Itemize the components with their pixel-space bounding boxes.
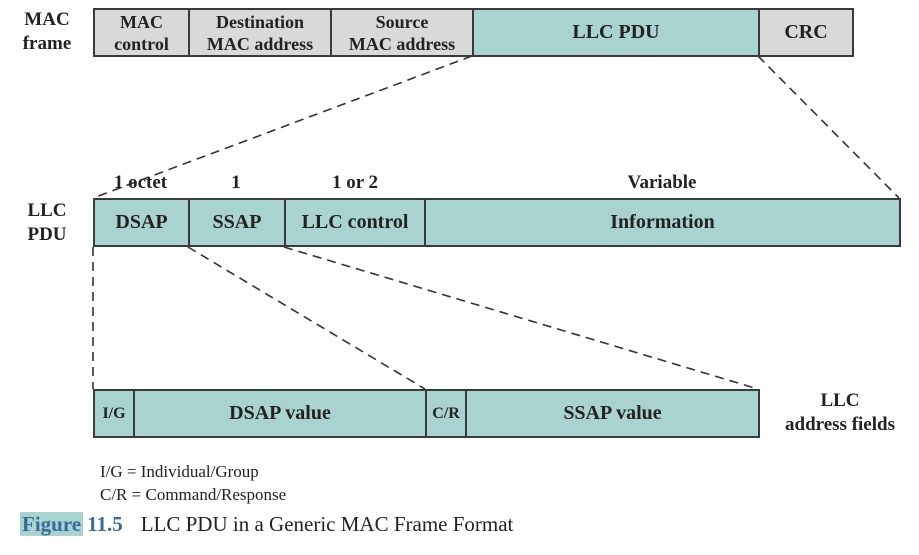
legend: I/G = Individual/Group C/R = Command/Res… [100,460,286,506]
dsap-value-label: DSAP value [229,402,331,424]
llc-pdu-label-line2: PDU [27,224,67,245]
llc-pdu-label: LLC PDU [14,199,80,247]
size-llc-control: 1 or 2 [331,172,379,193]
mac-frame-label: MAC frame [14,8,80,56]
ig-bit-field: I/G [93,389,135,438]
mac-frame-label-line2: frame [22,33,72,54]
source-mac-line2: MAC address [348,33,456,54]
source-mac-line1: Source [375,11,429,32]
ssap-value-label: SSAP value [563,402,662,424]
connector-ssap-left [187,246,426,390]
llc-control-field-label: LLC control [301,211,409,233]
llc-control-field: LLC control [284,198,426,247]
cr-bit-field: C/R [425,389,467,438]
figure-number: 11.5 [87,512,123,536]
mac-control-line1: MAC [120,11,163,32]
crc-field: CRC [758,8,854,57]
destination-mac-line2: MAC address [206,33,314,54]
figure-title: LLC PDU in a Generic MAC Frame Format [140,512,514,536]
figure-tag: Figure [20,512,84,536]
destination-mac-field: Destination MAC address [188,8,332,57]
dsap-field: DSAP [93,198,190,247]
ssap-value-field: SSAP value [465,389,760,438]
size-dsap: 1 octet [113,172,168,193]
llc-address-fields-label: LLC address fields [772,389,908,437]
mac-control-line2: control [114,33,169,54]
ssap-field-label: SSAP [212,211,262,233]
llc-address-fields-line1: LLC [820,390,860,411]
size-ssap: 1 [231,172,241,193]
crc-field-label: CRC [784,21,828,43]
dsap-field-label: DSAP [115,211,168,233]
legend-cr: C/R = Command/Response [100,485,287,504]
llc-pdu-field: LLC PDU [472,8,760,57]
ig-bit-label: I/G [102,404,126,422]
connector-llcpdu-left [92,55,473,199]
connector-ssap-right [283,246,759,390]
destination-mac-line1: Destination [215,11,304,32]
information-field: Information [424,198,901,247]
ssap-field: SSAP [188,198,286,247]
information-field-label: Information [610,211,715,233]
legend-ig: I/G = Individual/Group [100,462,259,481]
cr-bit-label: C/R [432,404,460,422]
size-information: Variable [627,172,697,193]
mac-frame-label-line1: MAC [24,9,70,30]
mac-control-field: MAC control [93,8,190,57]
connector-llcpdu-right [757,55,900,199]
llc-address-fields-line2: address fields [785,414,895,435]
llc-pdu-label-line1: LLC [27,200,67,221]
source-mac-field: Source MAC address [330,8,474,57]
llc-pdu-field-label: LLC PDU [572,21,660,43]
dsap-value-field: DSAP value [133,389,427,438]
